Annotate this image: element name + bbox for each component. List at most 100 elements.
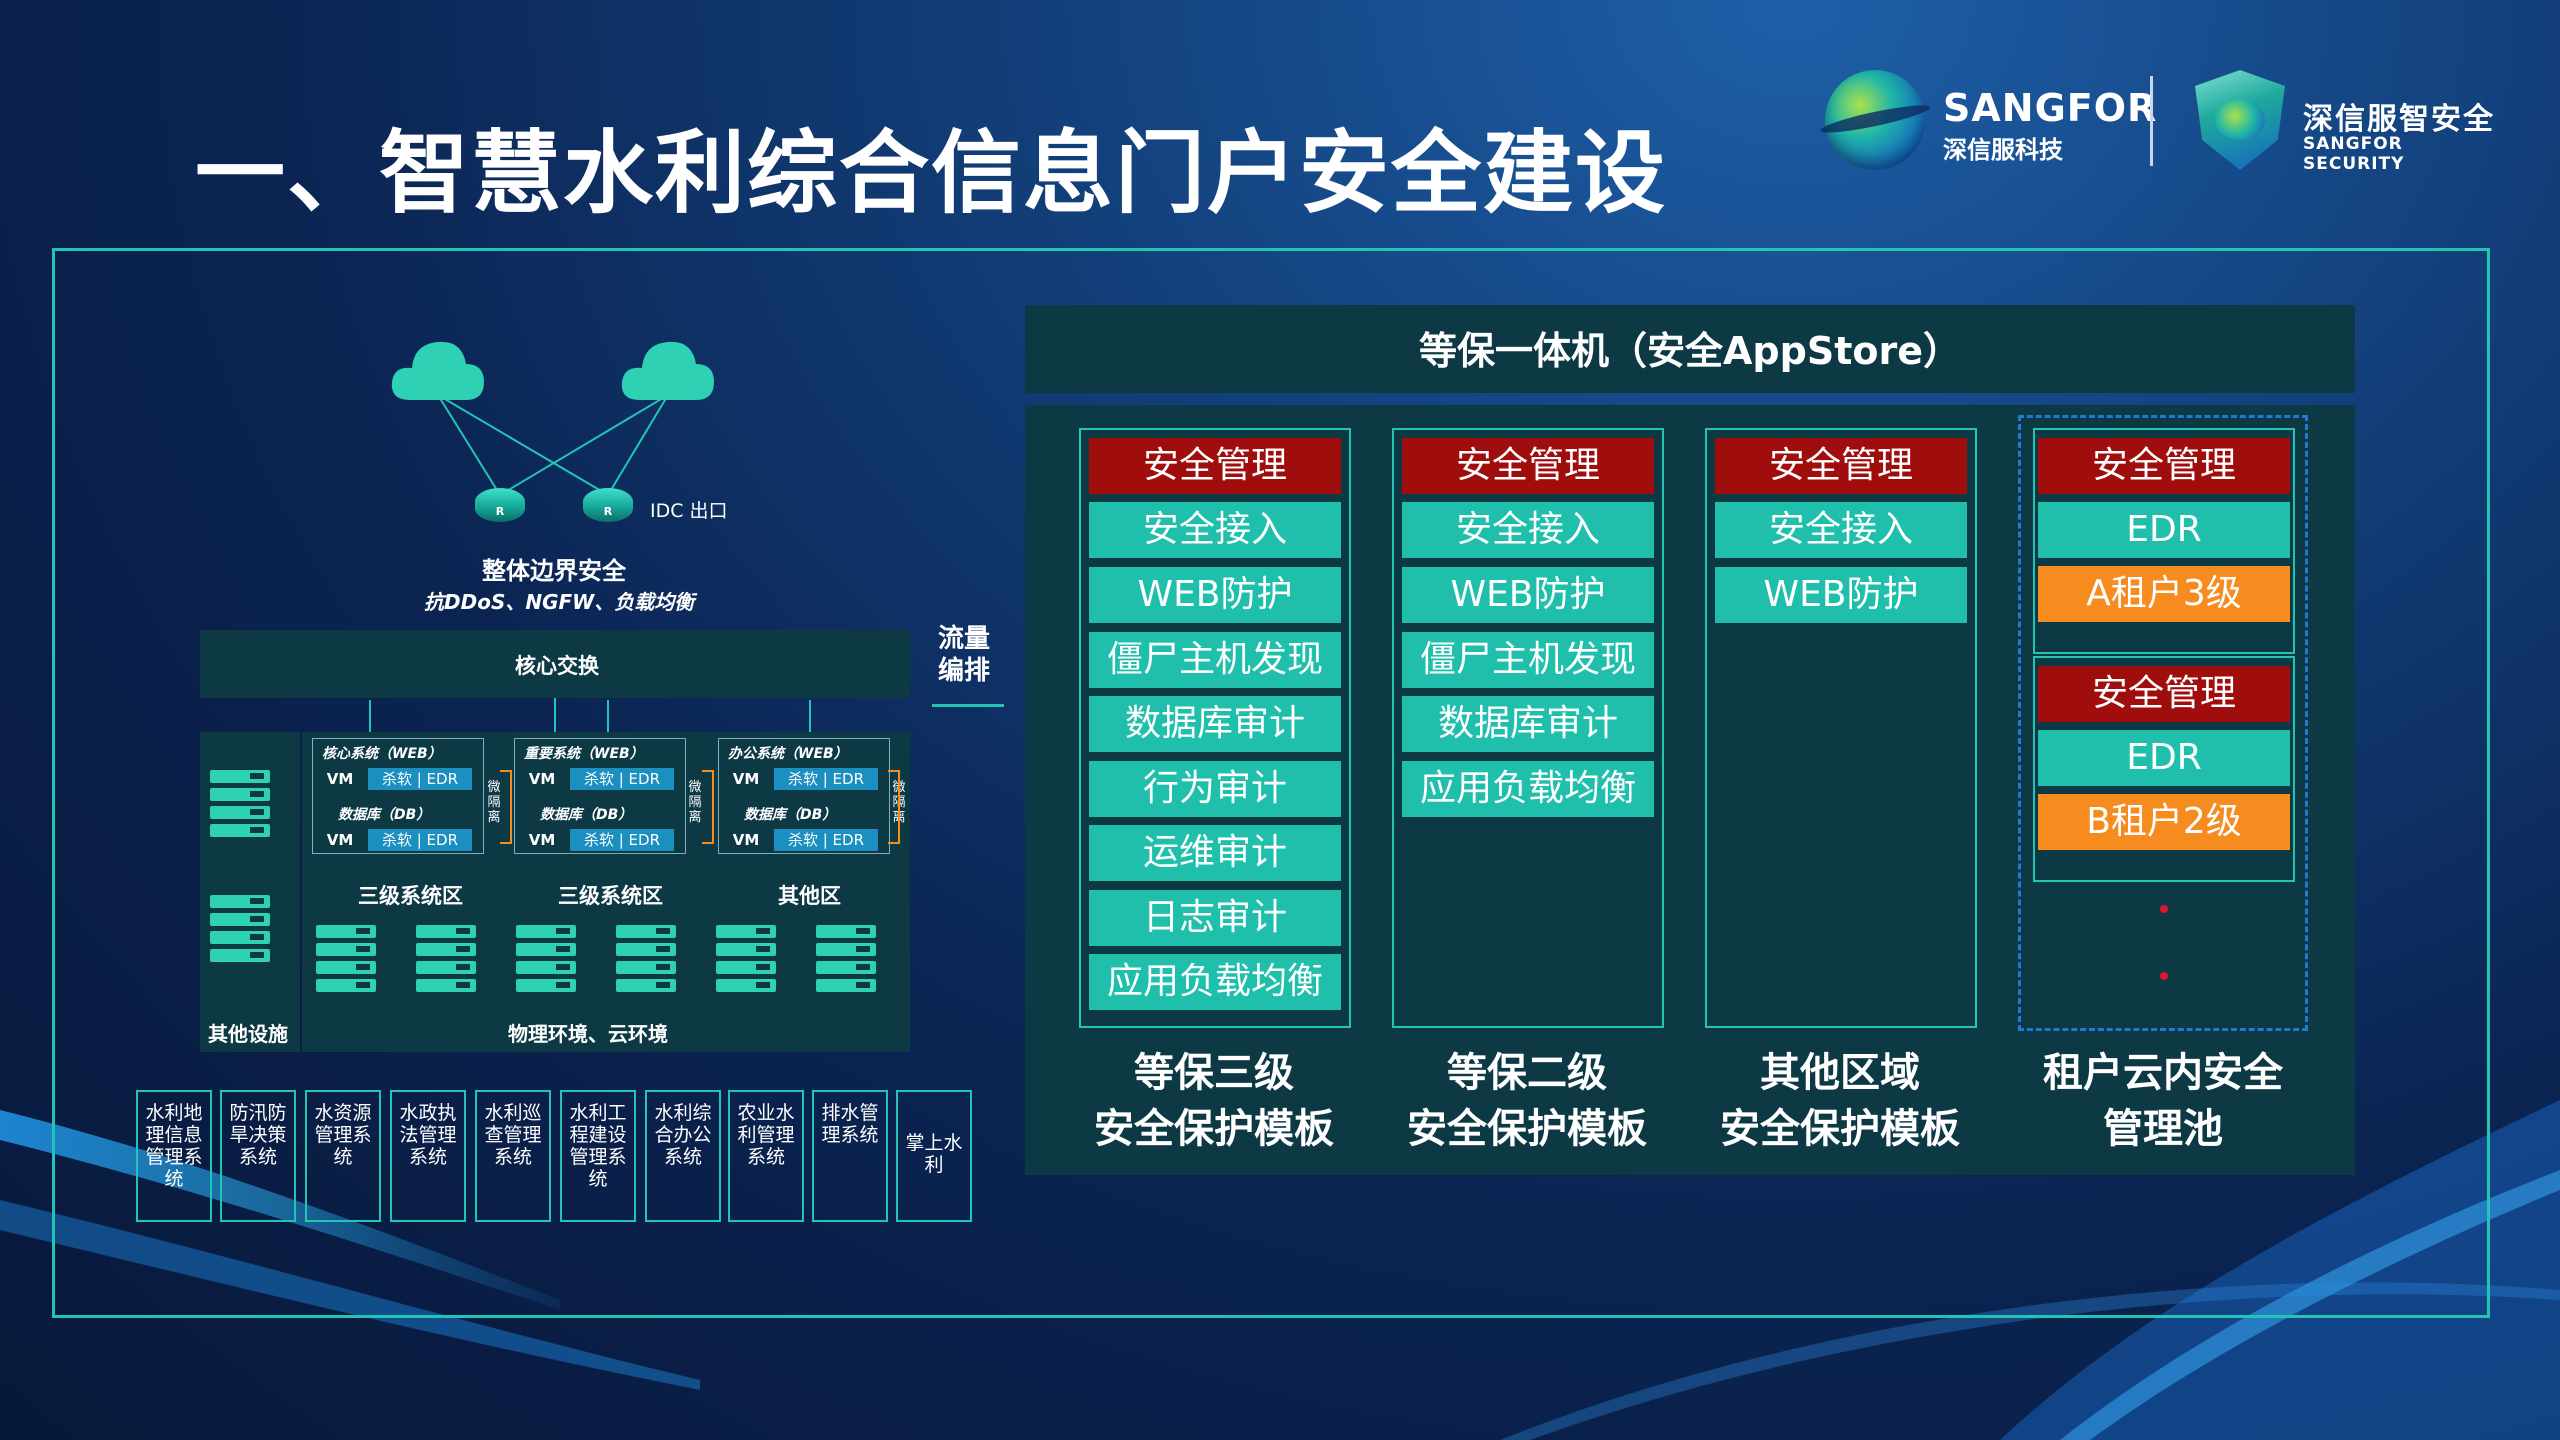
zone-web-label: 重要系统（WEB） xyxy=(524,746,644,762)
micro-isolation-arrow xyxy=(888,770,900,844)
business-system-box: 水利综合办公系统 xyxy=(645,1090,721,1222)
vm-label: VM xyxy=(326,770,354,788)
module-item: 安全接入 xyxy=(1089,502,1341,558)
vm-label: VM xyxy=(732,770,760,788)
business-system-box: 水政执法管理系统 xyxy=(390,1090,466,1222)
cloud-icon xyxy=(621,341,714,400)
vm-row: VM 杀软 | EDR xyxy=(724,829,884,851)
module-item: WEB防护 xyxy=(1402,567,1654,623)
page-title: 一、智慧水利综合信息门户安全建设 xyxy=(195,121,1667,226)
column-footer-line2: 安全保护模板 xyxy=(1720,1106,1960,1152)
column-footer-line2: 管理池 xyxy=(2103,1106,2223,1152)
module-item: WEB防护 xyxy=(1715,567,1967,623)
server-icon xyxy=(210,770,270,840)
module-security-management: 安全管理 xyxy=(2038,666,2290,722)
module-item: WEB防护 xyxy=(1089,567,1341,623)
av-edr-label: 杀软 | EDR xyxy=(570,829,674,851)
zone-db-label: 数据库（DB） xyxy=(540,807,633,823)
server-icon xyxy=(816,925,876,995)
tenant-pool-column xyxy=(2018,415,2308,1031)
vm-row: VM 杀软 | EDR xyxy=(520,768,680,790)
business-system-box: 掌上水利 xyxy=(896,1090,972,1222)
network-links xyxy=(369,394,811,740)
column-footer-line1: 等保三级 xyxy=(1134,1050,1294,1096)
sangfor-security-logo: 深信服智安全 SANGFOR SECURITY xyxy=(2195,70,2495,174)
flow-orchestration-label: 流量编排 xyxy=(938,624,991,686)
cloud-icon xyxy=(391,341,484,400)
zone-box xyxy=(514,738,686,854)
boundary-security-title: 整体边界安全 xyxy=(482,557,626,585)
zone-web-label: 核心系统（WEB） xyxy=(322,746,442,762)
server-icon xyxy=(516,925,576,995)
module-item: 数据库审计 xyxy=(1402,696,1654,752)
business-system-box: 水利工程建设管理系统 xyxy=(560,1090,636,1222)
sangfor-logo: SANGFOR 深信服科技 xyxy=(1825,70,2156,170)
vm-label: VM xyxy=(732,831,760,849)
business-system-box: 水资源管理系统 xyxy=(305,1090,381,1222)
module-item: 日志审计 xyxy=(1089,890,1341,946)
zone-name: 其他区 xyxy=(778,884,841,908)
template-column-other xyxy=(1705,428,1977,1028)
vm-row: VM 杀软 | EDR xyxy=(724,768,884,790)
av-edr-label: 杀软 | EDR xyxy=(774,829,878,851)
module-item: 安全接入 xyxy=(1715,502,1967,558)
other-facilities-panel xyxy=(200,732,300,1052)
av-edr-label: 杀软 | EDR xyxy=(774,768,878,790)
appstore-header-bar xyxy=(1025,305,2355,393)
av-edr-label: 杀软 | EDR xyxy=(570,768,674,790)
server-icon xyxy=(416,925,476,995)
ellipsis-dot xyxy=(2160,905,2168,913)
logo-divider xyxy=(2150,76,2153,166)
security-logo-sub: SANGFOR SECURITY xyxy=(2303,134,2405,174)
tenant-group-box xyxy=(2033,656,2295,882)
business-system-box: 排水管理系统 xyxy=(812,1090,888,1222)
zone-name: 三级系统区 xyxy=(358,884,463,908)
zone-db-label: 数据库（DB） xyxy=(338,807,431,823)
template-column-level3 xyxy=(1079,428,1351,1028)
sangfor-logo-name: SANGFOR xyxy=(1943,86,2158,130)
shield-icon xyxy=(2195,70,2285,170)
av-edr-label: 杀软 | EDR xyxy=(368,829,472,851)
server-icon xyxy=(616,925,676,995)
vm-label: VM xyxy=(528,770,556,788)
router-icon xyxy=(583,488,633,522)
zone-db-label: 数据库（DB） xyxy=(744,807,837,823)
module-item: 应用负载均衡 xyxy=(1089,954,1341,1010)
vm-label: VM xyxy=(528,831,556,849)
zone-name: 三级系统区 xyxy=(558,884,663,908)
module-item: EDR xyxy=(2038,730,2290,786)
core-switch-label: 核心交换 xyxy=(515,654,599,678)
module-item: EDR xyxy=(2038,502,2290,558)
flow-divider xyxy=(932,704,1004,707)
micro-isolation-arrow xyxy=(500,770,512,844)
server-icon xyxy=(316,925,376,995)
content-frame xyxy=(52,248,2490,1318)
zone-web-label: 办公系统（WEB） xyxy=(728,746,848,762)
zone-box xyxy=(312,738,484,854)
column-footer-line2: 安全保护模板 xyxy=(1407,1106,1647,1152)
micro-isolation-label: 微隔离 xyxy=(688,780,702,825)
security-logo-name: 深信服智安全 xyxy=(2303,102,2495,137)
module-item: 运维审计 xyxy=(1089,825,1341,881)
vm-row: VM 杀软 | EDR xyxy=(318,768,478,790)
business-system-box: 水利地理信息管理系统 xyxy=(136,1090,212,1222)
av-edr-label: 杀软 | EDR xyxy=(368,768,472,790)
sangfor-logo-sub: 深信服科技 xyxy=(1943,136,2063,164)
business-system-box: 防汛防旱决策系统 xyxy=(220,1090,296,1222)
server-icon xyxy=(716,925,776,995)
idc-exit-label: IDC 出口 xyxy=(650,500,728,522)
module-item: 数据库审计 xyxy=(1089,696,1341,752)
server-icon xyxy=(210,895,270,965)
business-system-box: 农业水利管理系统 xyxy=(728,1090,804,1222)
column-footer-line2: 安全保护模板 xyxy=(1094,1106,1334,1152)
module-item: 僵尸主机发现 xyxy=(1402,632,1654,688)
module-item: 安全接入 xyxy=(1402,502,1654,558)
template-column-level2 xyxy=(1392,428,1664,1028)
micro-isolation-label: 微隔离 xyxy=(487,780,501,825)
boundary-security-sub: 抗DDoS、NGFW、负载均衡 xyxy=(424,590,695,614)
tenant-group-box xyxy=(2033,428,2295,654)
other-facilities-label: 其他设施 xyxy=(208,1022,288,1046)
vm-row: VM 杀软 | EDR xyxy=(520,829,680,851)
physical-environment-label: 物理环境、云环境 xyxy=(508,1022,668,1046)
